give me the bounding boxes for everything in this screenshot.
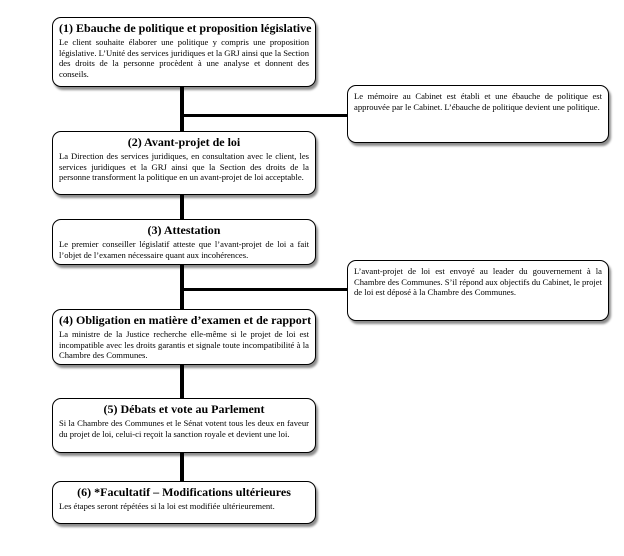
- side-note-text: L’avant-projet de loi est envoyé au lead…: [354, 266, 602, 297]
- connector-3-4: [180, 264, 184, 310]
- connector-1-2: [180, 86, 184, 132]
- step-text: La Direction des services juridiques, en…: [59, 151, 309, 182]
- side-note-text: Le mémoire au Cabinet est établi et une …: [354, 91, 602, 112]
- step-box-4: (4) Obligation en matière d’examen et de…: [52, 309, 316, 365]
- branch-note-2: [182, 288, 348, 291]
- side-note-2: L’avant-projet de loi est envoyé au lead…: [347, 260, 609, 321]
- step-title: (6) *Facultatif – Modifications ultérieu…: [77, 485, 291, 499]
- step-box-1: (1) Ebauche de politique et proposition …: [52, 17, 316, 87]
- connector-5-6: [180, 452, 184, 482]
- step-box-5: (5) Débats et vote au Parlement Si la Ch…: [52, 398, 316, 453]
- step-title: (2) Avant-projet de loi: [127, 135, 241, 149]
- step-box-6: (6) *Facultatif – Modifications ultérieu…: [52, 481, 316, 524]
- step-text: Les étapes seront répétées si la loi est…: [59, 501, 275, 511]
- branch-note-1: [182, 114, 348, 117]
- step-title: (3) Attestation: [147, 223, 221, 237]
- step-box-3: (3) Attestation Le premier conseiller lé…: [52, 219, 316, 265]
- connector-2-3: [180, 194, 184, 220]
- step-text: Le client souhaite élaborer une politiqu…: [59, 37, 309, 79]
- step-title: (5) Débats et vote au Parlement: [103, 402, 265, 416]
- step-box-2: (2) Avant-projet de loi La Direction des…: [52, 131, 316, 195]
- step-text: Le premier conseiller législatif atteste…: [59, 239, 309, 260]
- side-note-1: Le mémoire au Cabinet est établi et une …: [347, 85, 609, 143]
- step-text: Si la Chambre des Communes et le Sénat v…: [59, 418, 309, 439]
- step-text: La ministre de la Justice recherche elle…: [59, 329, 309, 360]
- step-title: (4) Obligation en matière d’examen et de…: [59, 313, 312, 327]
- connector-4-5: [180, 364, 184, 399]
- step-title: (1) Ebauche de politique et proposition …: [59, 21, 312, 35]
